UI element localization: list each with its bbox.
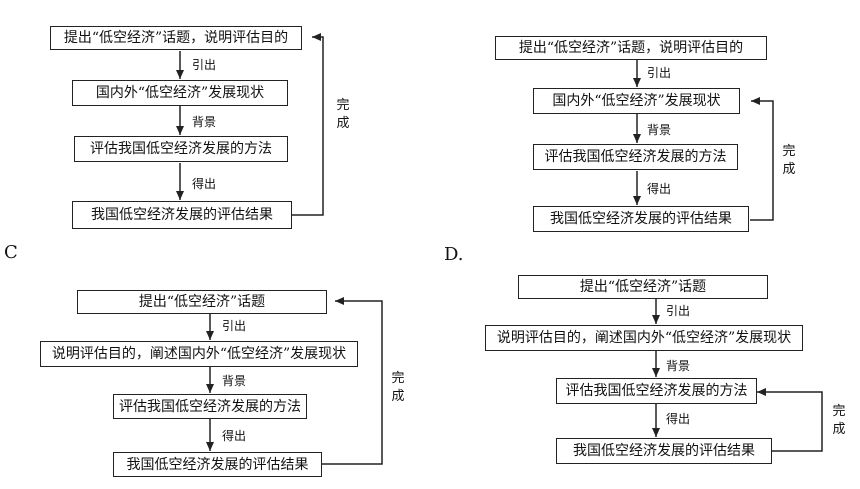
diagram-c-box-2: 说明评估目的，阐述国内外“低空经济”发展现状 [40, 341, 358, 367]
diagram-d-box-4: 我国低空经济发展的评估结果 [556, 438, 772, 464]
diagram-c-loop-label: 完成 [391, 371, 405, 404]
diagram-d-box-2: 说明评估目的，阐述国内外“低空经济”发展现状 [485, 325, 803, 351]
diagram-b-arrow-label-1: 引出 [647, 66, 672, 80]
diagram-d-arrow-label-1: 引出 [666, 304, 691, 318]
diagram-a-box-2: 国内外“低空经济”发展现状 [72, 80, 288, 106]
diagram-c-loop-line [322, 297, 383, 465]
diagram-b-box-4: 我国低空经济发展的评估结果 [533, 206, 749, 232]
diagram-c-arrow-label-3: 得出 [222, 429, 247, 443]
diagram-d-arrow-label-2: 背景 [666, 359, 691, 373]
option-label-d: D. [444, 244, 464, 265]
diagram-d-loop-label: 完成 [832, 404, 846, 437]
diagram-b-loop-line [750, 97, 774, 221]
diagram-d-box-1: 提出“低空经济”话题 [518, 275, 768, 299]
diagram-d-arrow-label-3: 得出 [666, 412, 691, 426]
option-label-c: C [4, 242, 18, 263]
diagram-a-box-1: 提出“低空经济”话题，说明评估目的 [50, 26, 302, 50]
diagram-a-arrow-label-1: 引出 [192, 58, 217, 72]
diagram-b-box-2: 国内外“低空经济”发展现状 [533, 88, 740, 114]
diagram-d-loop-line [757, 388, 823, 452]
diagram-a-box-4: 我国低空经济发展的评估结果 [72, 201, 292, 229]
diagram-c-box-4: 我国低空经济发展的评估结果 [113, 452, 322, 477]
diagram-c-arrow-label-1: 引出 [222, 319, 247, 333]
diagram-a-loop-line [292, 33, 324, 216]
diagram-d-box-3: 评估我国低空经济发展的方法 [556, 378, 757, 404]
diagram-b-arrow-label-2: 背景 [647, 123, 672, 137]
diagram-a-arrow-label-2: 背景 [192, 115, 217, 129]
diagram-c-arrow-label-2: 背景 [222, 374, 247, 388]
diagram-b-loop-label: 完成 [782, 144, 796, 177]
diagram-c-box-1: 提出“低空经济”话题 [77, 290, 327, 314]
diagram-a-box-3: 评估我国低空经济发展的方法 [74, 136, 288, 162]
diagram-b-box-3: 评估我国低空经济发展的方法 [533, 144, 738, 170]
diagram-c-box-3: 评估我国低空经济发展的方法 [113, 394, 307, 419]
diagram-b-arrow-label-3: 得出 [647, 182, 672, 196]
diagram-a-arrow-label-3: 得出 [192, 177, 217, 191]
diagram-a-loop-label: 完成 [336, 98, 350, 131]
diagram-b-box-1: 提出“低空经济”话题，说明评估目的 [495, 36, 767, 60]
